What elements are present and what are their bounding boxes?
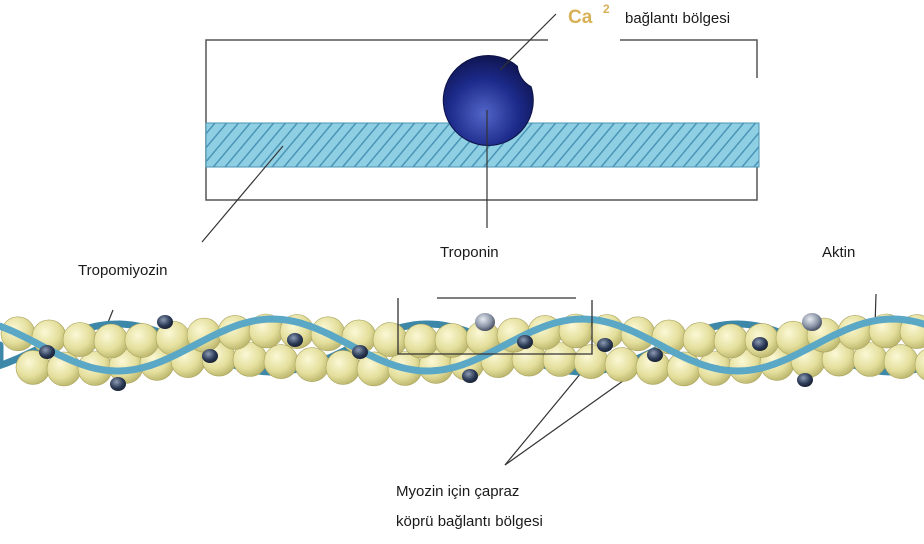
myosin-binding-site <box>110 377 126 391</box>
myosin-binding-site <box>39 345 55 359</box>
myosin-site-label-line1: Myozin için çapraz <box>396 483 519 500</box>
actin-bead <box>125 323 159 357</box>
tropomyosin-label: Tropomiyozin <box>78 262 167 279</box>
actin-bead <box>295 348 329 382</box>
troponin-complex <box>802 313 822 331</box>
calcium-binding-site-label: bağlantı bölgesi <box>625 10 730 27</box>
troponin-molecule <box>443 55 533 145</box>
myosin-binding-site <box>517 335 533 349</box>
myosin-binding-site <box>202 349 218 363</box>
myosin-site-label-line2: köprü bağlantı bölgesi <box>396 513 543 530</box>
actin-bead <box>605 348 639 382</box>
calcium-charge: 2 <box>603 2 610 16</box>
myosin-binding-site <box>352 345 368 359</box>
myosin-binding-site <box>797 373 813 387</box>
troponin-label: Troponin <box>440 244 499 261</box>
actin-bead <box>884 345 918 379</box>
actin-bead <box>264 345 298 379</box>
troponin-complex <box>475 313 495 331</box>
actin-bead <box>915 348 924 382</box>
actin-bead <box>683 323 717 357</box>
myosin-binding-site <box>462 369 478 383</box>
calcium-symbol: Ca <box>568 7 593 28</box>
myosin-binding-site <box>287 333 303 347</box>
myosin-binding-site <box>597 338 613 352</box>
actin-label: Aktin <box>822 244 855 261</box>
myosin-binding-site <box>647 348 663 362</box>
actin-bead <box>435 323 469 357</box>
myosin-binding-site <box>752 337 768 351</box>
myosin-binding-site <box>157 315 173 329</box>
actin-bead <box>373 323 407 357</box>
actin-filament <box>0 313 924 391</box>
actin-bead <box>404 324 438 358</box>
actin-bead <box>63 323 97 357</box>
actin-bead <box>714 324 748 358</box>
actin-bead <box>94 324 128 358</box>
